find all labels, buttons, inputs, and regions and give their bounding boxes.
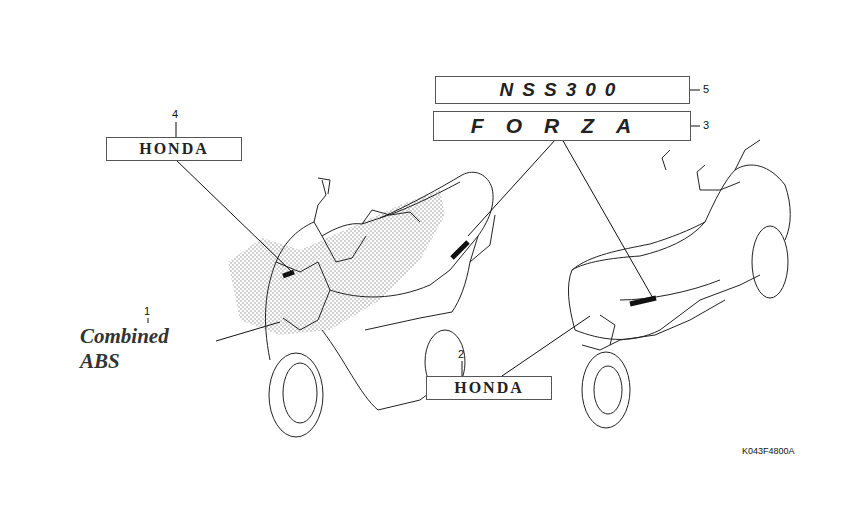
callout-number: 5 <box>703 83 709 95</box>
callout-number: 3 <box>703 119 709 131</box>
right-scooter <box>568 140 790 428</box>
decal-text: HONDA <box>139 140 209 158</box>
shaded-area <box>228 190 445 335</box>
decal-text: FORZA <box>471 114 653 138</box>
callout-number: 1 <box>144 305 150 317</box>
drawing-code: K043F4800A <box>742 446 795 456</box>
callout-number: 4 <box>172 108 178 120</box>
leader-lines <box>148 90 700 376</box>
decal-text: HONDA <box>454 379 524 397</box>
decal-marks <box>283 242 656 304</box>
decal-text: Combined ABS <box>80 324 208 374</box>
model-decal: NSS300 <box>435 76 690 104</box>
callout-number: 2 <box>458 348 464 360</box>
brand-decal: HONDA <box>426 376 552 400</box>
name-decal: FORZA <box>433 111 691 141</box>
brand-decal: HONDA <box>106 137 242 161</box>
decal-text: NSS300 <box>500 79 625 101</box>
